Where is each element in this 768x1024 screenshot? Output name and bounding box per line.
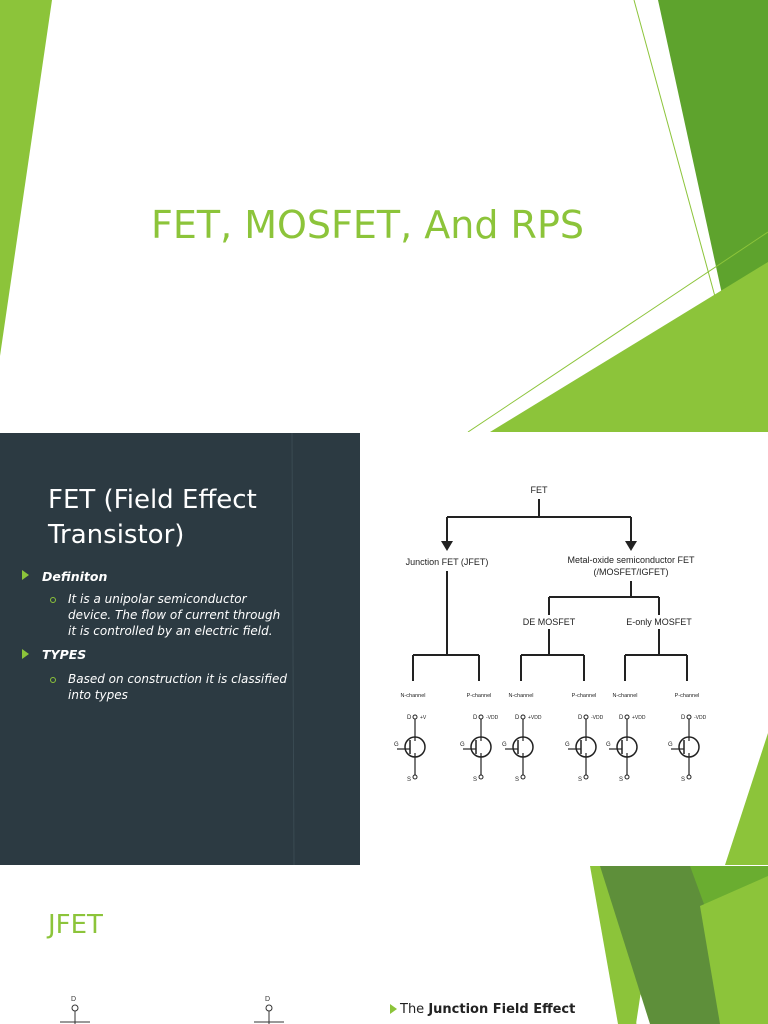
panel-line [291, 433, 295, 865]
presentation-title: FET, MOSFET, And RPS [150, 203, 584, 247]
diagram-mosfet-sub-label: (/MOSFET/IGFET) [594, 567, 669, 577]
jfet-symbols-partial: D D [60, 996, 284, 1024]
dark-side-panel [0, 433, 360, 865]
diagram-channel-labels: N-channel P-channel N-channel P-channel … [400, 693, 699, 699]
slide1-decoration [0, 0, 768, 432]
pin-label-source: S [578, 777, 582, 783]
supply-label: +V [420, 715, 427, 721]
fet-slide: FET (Field Effect Transistor) Definiton … [0, 433, 768, 865]
pin-label-gate: G [606, 742, 611, 748]
pin-label: D [265, 996, 270, 1003]
channel-label: P-channel [675, 693, 700, 699]
bullet-types: TYPES [42, 647, 87, 662]
diagram-mosfet-label: Metal-oxide semiconductor FET [567, 555, 695, 565]
pin-label-drain: D [515, 715, 520, 721]
transistor-symbol: D -VDD G S [460, 714, 499, 783]
bullet-arrow-icon [22, 570, 29, 580]
slide2-decoration [725, 733, 768, 865]
pin-label-drain: D [407, 715, 412, 721]
supply-label: -VDD [694, 715, 707, 721]
pin-label-source: S [473, 777, 477, 783]
channel-label: N-channel [612, 693, 637, 699]
sub-bullet-circle-icon [50, 677, 56, 683]
text-bold: Junction Field Effect [428, 1002, 576, 1017]
title-slide: FET, MOSFET, And RPS [0, 0, 768, 432]
sub-bullet-circle-icon [50, 597, 56, 603]
diagram-jfet-label: Junction FET (JFET) [406, 557, 489, 567]
diagram-e-only-mosfet-label: E-only MOSFET [626, 617, 692, 627]
diagram-tree-lines [412, 499, 688, 681]
pin-label-drain: D [619, 715, 624, 721]
supply-label: +VDD [528, 715, 542, 721]
pin-label-source: S [681, 777, 685, 783]
pin-label-gate: G [502, 742, 507, 748]
transistor-symbol: D -VDD G S [668, 714, 707, 783]
pin-label-drain: D [473, 715, 478, 721]
supply-label: +VDD [632, 715, 646, 721]
supply-label: -VDD [486, 715, 499, 721]
transistor-symbol: D +VDD G S [606, 714, 646, 783]
fet-slide-title: FET (Field Effect Transistor) [48, 485, 257, 550]
channel-label: P-channel [572, 693, 597, 699]
pin-label-drain: D [681, 715, 686, 721]
definition-text: It is a unipolar semiconductor device. T… [68, 592, 281, 638]
transistor-symbol: D +V G S [394, 714, 427, 783]
pin-label-gate: G [668, 742, 673, 748]
pin-label-gate: G [460, 742, 465, 748]
channel-label: P-channel [467, 693, 492, 699]
bullet-definition: Definiton [42, 569, 108, 584]
pin-label-gate: G [394, 742, 399, 748]
transistor-symbol: D +VDD G S [502, 714, 542, 783]
diagram-arrowheads [441, 541, 637, 551]
channel-label: N-channel [400, 693, 425, 699]
pin-label-gate: G [565, 742, 570, 748]
pin-label-source: S [619, 777, 623, 783]
channel-label: N-channel [508, 693, 533, 699]
pin-label-drain: D [578, 715, 583, 721]
jfet-slide: JFET D D The Junction Field Effect [0, 866, 768, 1024]
pin-label: D [71, 996, 76, 1003]
jfet-description: The Junction Field Effect [400, 1002, 575, 1017]
fet-classification-diagram: FET Junction FET (JFET [379, 473, 724, 816]
bullet-arrow-icon [22, 649, 29, 659]
slide3-decoration [590, 866, 768, 1024]
types-text: Based on construction it is classified i… [68, 672, 287, 702]
transistor-symbol: D -VDD G S [565, 714, 604, 783]
diagram-de-mosfet-label: DE MOSFET [523, 617, 576, 627]
text-prefix: The [400, 1002, 429, 1017]
pin-label-source: S [407, 777, 411, 783]
pin-label-source: S [515, 777, 519, 783]
diagram-root-label: FET [531, 485, 549, 495]
transistor-symbols: D +V G S D -VDD G S D +VDD G S D -VDD G S D +VDD G S D -VDD G S [394, 714, 707, 783]
supply-label: -VDD [591, 715, 604, 721]
jfet-slide-title: JFET [48, 910, 103, 940]
bullet-arrow-icon [390, 1004, 397, 1014]
